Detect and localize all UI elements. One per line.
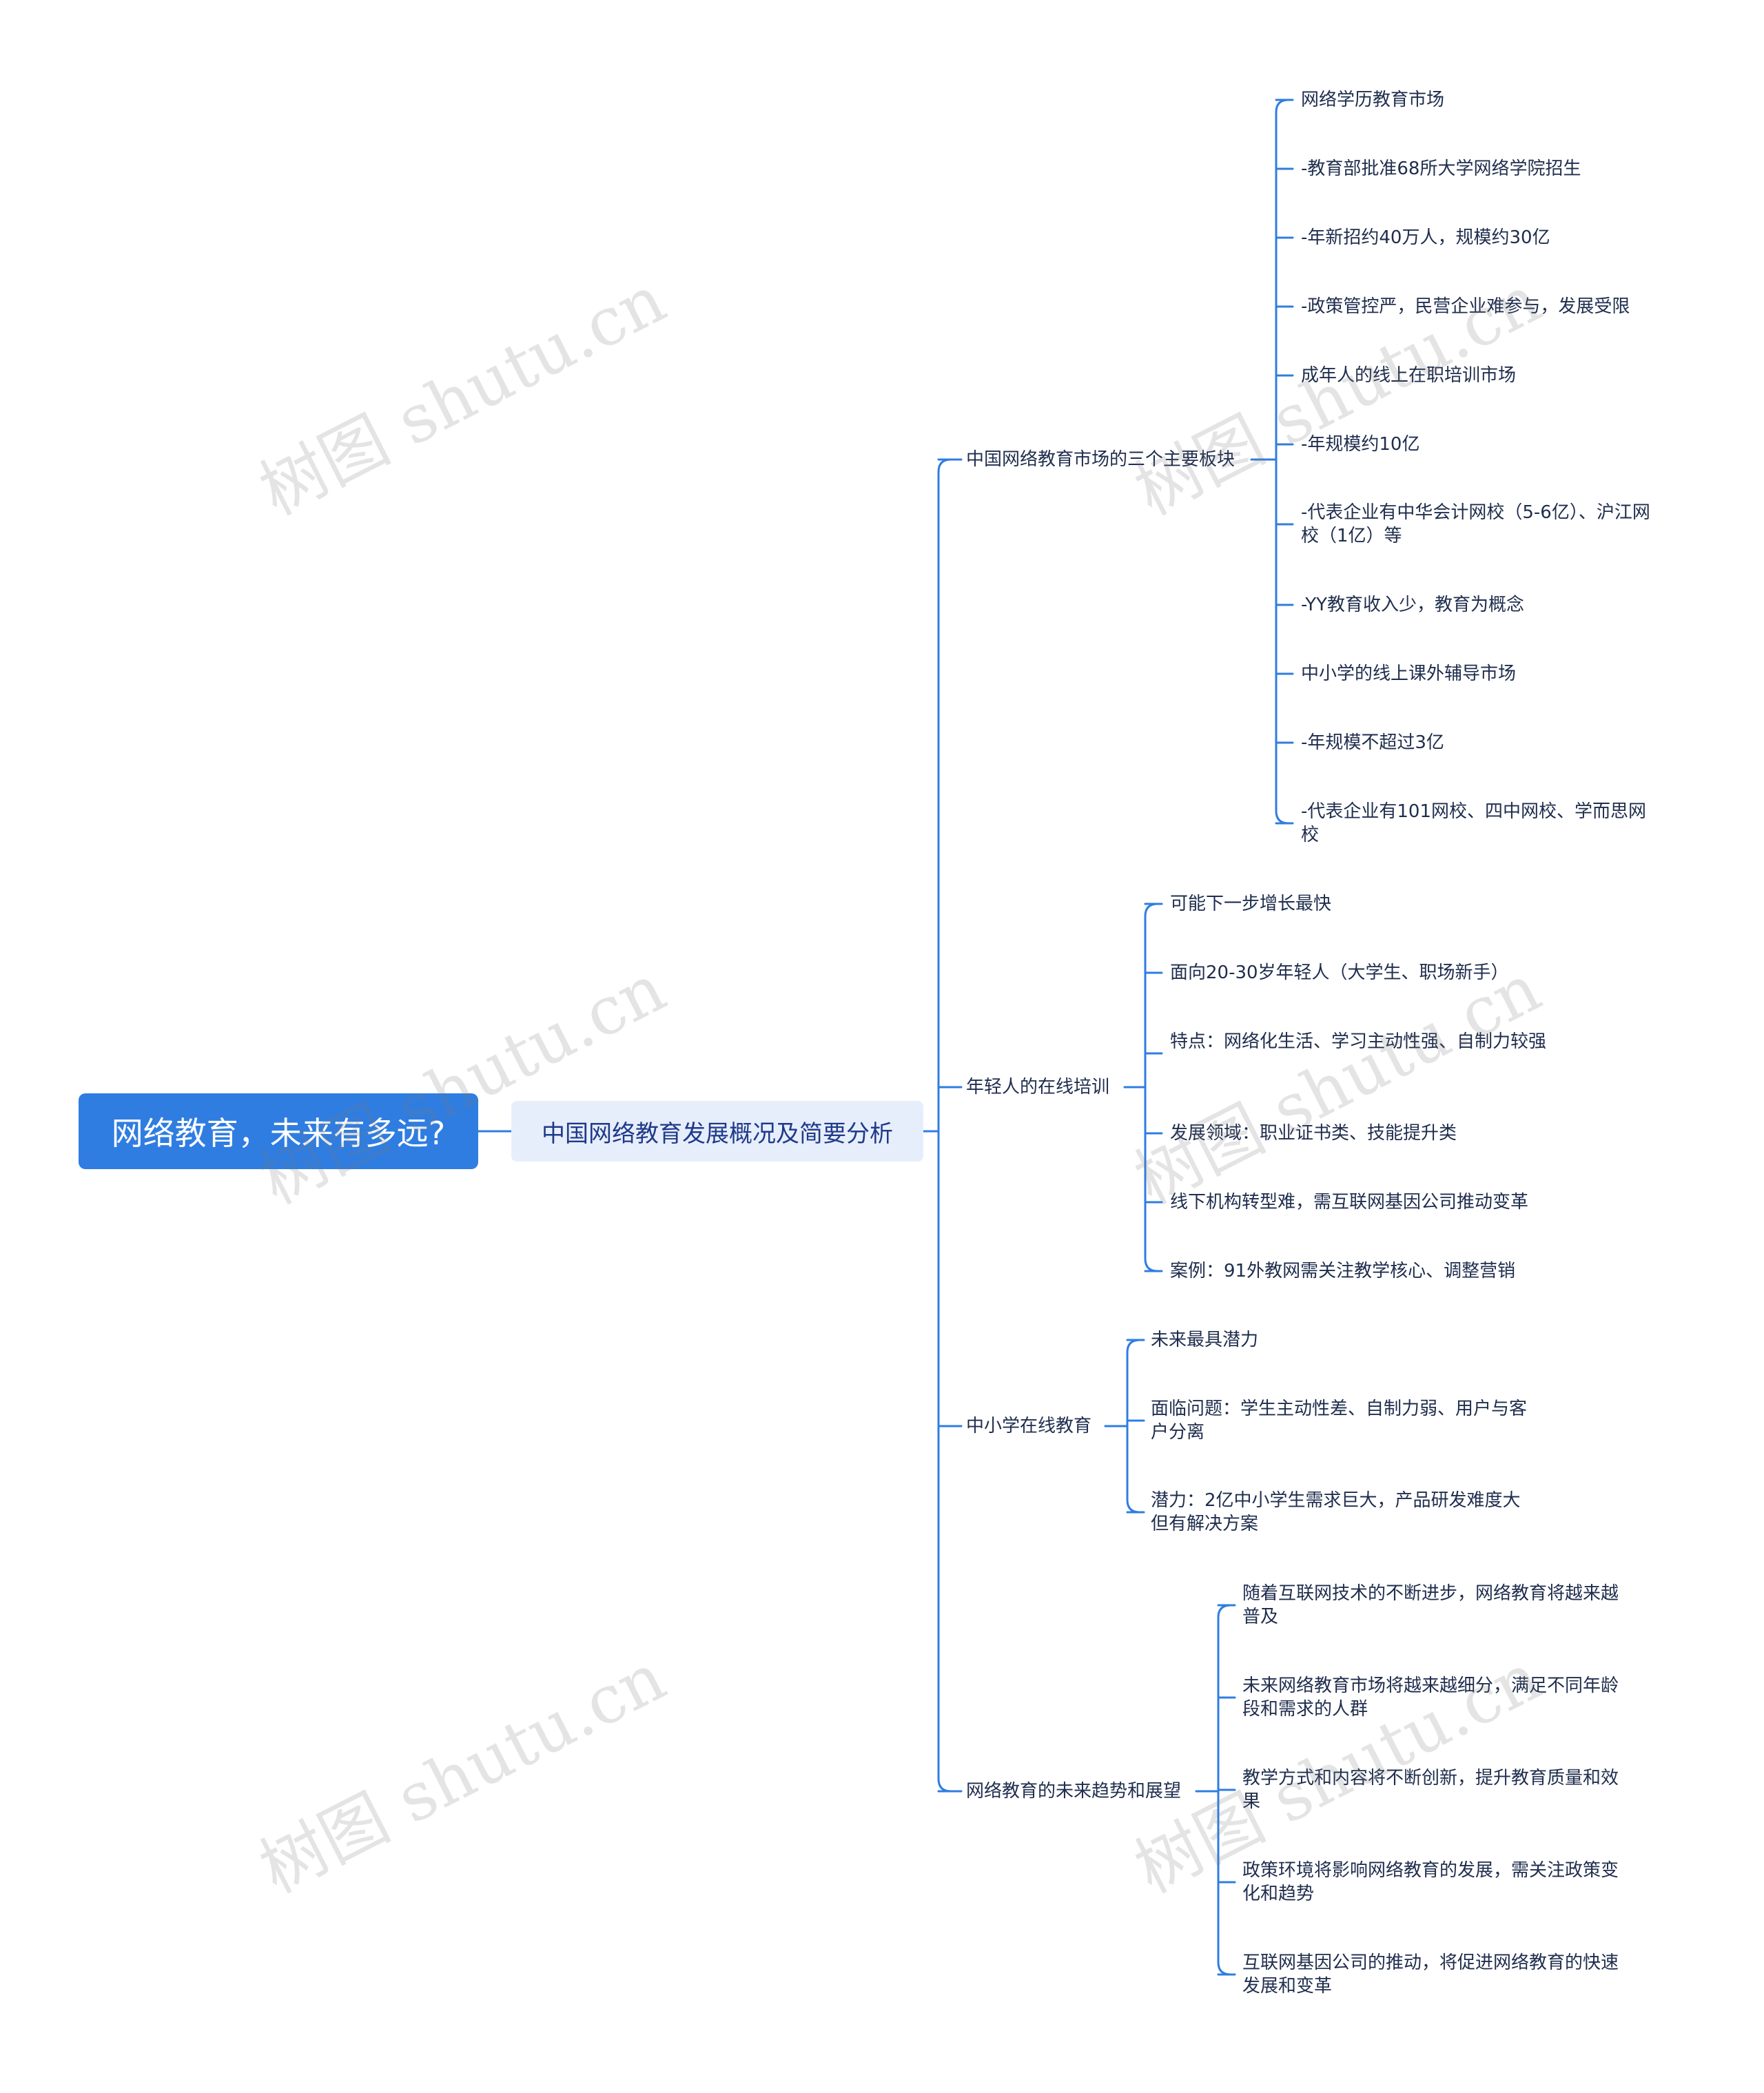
leaf-node[interactable]: 随着互联网技术的不断进步，网络教育将越来越普及 — [1242, 1583, 1619, 1627]
branch-future-trends[interactable]: 网络教育的未来趋势和展望 — [966, 1781, 1182, 1802]
leaf-node[interactable]: 特点：网络化生活、学习主动性强、自制力较强 — [1170, 1031, 1547, 1052]
center-topic-node[interactable]: 中国网络教育发展概况及简要分析 — [511, 1101, 923, 1162]
leaf-node[interactable]: -政策管控严，民营企业难参与，发展受限 — [1301, 296, 1630, 317]
branch-k12-online[interactable]: 中小学在线教育 — [966, 1416, 1092, 1436]
leaf-bracket — [1126, 1339, 1141, 1514]
branch-young-adult-training[interactable]: 年轻人的在线培训 — [966, 1077, 1110, 1097]
root-label: 网络教育，未来有多远? — [111, 1115, 446, 1152]
leaf-node[interactable]: 潜力：2亿中小学生需求巨大，产品研发难度大但有解决方案 — [1151, 1490, 1521, 1534]
leaf-node[interactable]: 未来网络教育市场将越来越细分，满足不同年龄段和需求的人群 — [1242, 1676, 1619, 1720]
leaf-node[interactable]: 发展领域：职业证书类、技能提升类 — [1170, 1123, 1457, 1144]
leaf-node[interactable]: -教育部批准68所大学网络学院招生 — [1301, 158, 1581, 179]
center-bracket — [937, 458, 952, 1793]
root-node[interactable]: 网络教育，未来有多远? — [79, 1093, 478, 1169]
leaf-node[interactable]: -代表企业有中华会计网校（5-6亿）、沪江网校（1亿）等 — [1301, 502, 1650, 546]
leaf-node[interactable]: 中小学的线上课外辅导市场 — [1301, 663, 1517, 684]
leaf-bracket — [1275, 99, 1290, 825]
leaf-node[interactable]: -年规模约10亿 — [1301, 434, 1420, 455]
leaf-node[interactable]: -YY教育收入少，教育为概念 — [1301, 595, 1525, 615]
leaf-node[interactable]: -年新招约40万人，规模约30亿 — [1301, 227, 1550, 248]
leaf-node[interactable]: 成年人的线上在职培训市场 — [1301, 365, 1517, 386]
leaf-bracket — [1144, 903, 1159, 1272]
leaf-node[interactable]: 政策环境将影响网络教育的发展，需关注政策变化和趋势 — [1242, 1860, 1619, 1904]
leaf-node[interactable]: 面临问题：学生主动性差、自制力弱、用户与客户分离 — [1151, 1399, 1528, 1443]
leaf-node[interactable]: 面向20-30岁年轻人（大学生、职场新手） — [1170, 962, 1509, 983]
leaf-node[interactable]: 案例：91外教网需关注教学核心、调整营销 — [1170, 1261, 1516, 1281]
leaf-node[interactable]: 可能下一步增长最快 — [1170, 894, 1332, 914]
leaf-node[interactable]: 互联网基因公司的推动，将促进网络教育的快速发展和变革 — [1242, 1952, 1619, 1997]
leaf-node[interactable]: 网络学历教育市场 — [1301, 90, 1445, 110]
center-topic-label: 中国网络教育发展概况及简要分析 — [542, 1120, 893, 1148]
leaf-node[interactable]: -代表企业有101网校、四中网校、学而思网校 — [1301, 801, 1647, 845]
branch-market-segments[interactable]: 中国网络教育市场的三个主要板块 — [966, 449, 1235, 470]
leaf-node[interactable]: 教学方式和内容将不断创新，提升教育质量和效果 — [1242, 1768, 1619, 1812]
leaf-node[interactable]: -年规模不超过3亿 — [1301, 732, 1444, 753]
leaf-node[interactable]: 未来最具潜力 — [1151, 1330, 1259, 1350]
leaf-node[interactable]: 线下机构转型难，需互联网基因公司推动变革 — [1170, 1192, 1529, 1213]
